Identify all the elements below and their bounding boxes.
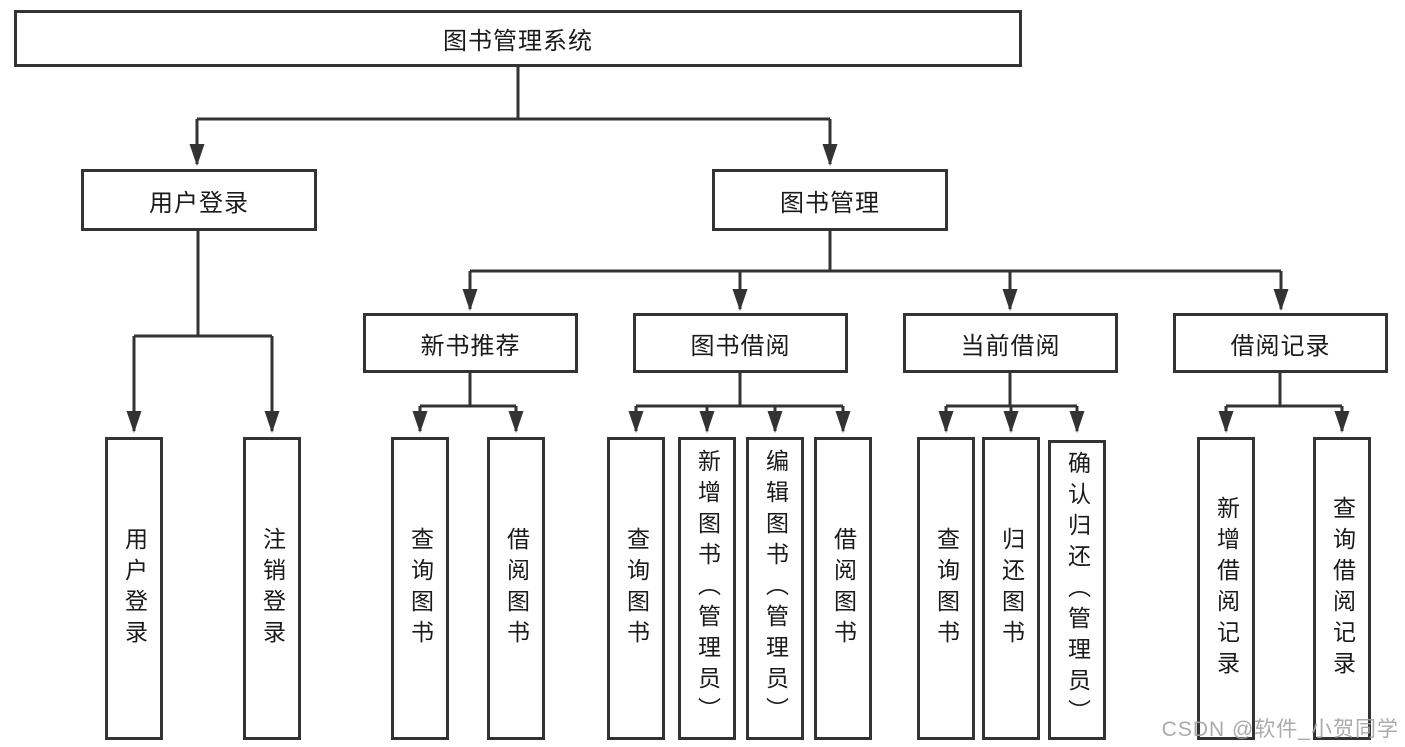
leaf-borrow-books-borrowing: 借阅图书	[814, 437, 872, 740]
leaf-query-books-current: 查询图书	[917, 437, 975, 740]
node-library-management-system: 图书管理系统	[14, 10, 1022, 67]
node-label: 查询图书	[933, 526, 960, 651]
node-label: 图书管理系统	[443, 28, 593, 55]
leaf-return-book: 归还图书	[982, 437, 1040, 740]
node-label: 确认归还（管理员）	[1064, 450, 1091, 730]
node-label: 编辑图书（管理员）	[762, 449, 789, 728]
node-label: 新增图书（管理员）	[694, 449, 721, 728]
leaf-add-borrow-record: 新增借阅记录	[1197, 437, 1255, 740]
node-current-borrowing: 当前借阅	[903, 313, 1118, 373]
node-label: 新增借阅记录	[1213, 495, 1240, 682]
leaf-user-login: 用户登录	[105, 437, 163, 740]
leaf-add-book-admin: 新增图书（管理员）	[678, 437, 736, 740]
node-label: 借阅图书	[503, 526, 530, 651]
node-label: 借阅图书	[830, 526, 857, 651]
node-new-book-recommendation: 新书推荐	[363, 313, 578, 373]
node-label: 新书推荐	[420, 332, 521, 360]
node-book-borrowing: 图书借阅	[633, 313, 848, 373]
node-label: 查询图书	[623, 526, 650, 651]
csdn-watermark: CSDN @软件_小贺同学	[1161, 718, 1399, 741]
node-label: 当前借阅	[960, 332, 1061, 360]
node-user-login-module: 用户登录	[81, 169, 317, 231]
node-label: 借阅记录	[1230, 332, 1331, 360]
node-label: 用户登录	[121, 526, 148, 651]
node-label: 归还图书	[998, 526, 1025, 651]
node-label: 注销登录	[259, 526, 286, 651]
leaf-query-books-recommendation: 查询图书	[391, 437, 449, 740]
node-label: 查询借阅记录	[1329, 495, 1356, 682]
node-label: 查询图书	[407, 526, 434, 651]
leaf-edit-book-admin: 编辑图书（管理员）	[746, 437, 804, 740]
leaf-query-books-borrowing: 查询图书	[607, 437, 665, 740]
leaf-query-borrow-record: 查询借阅记录	[1313, 437, 1371, 740]
leaf-borrow-books-recommendation: 借阅图书	[487, 437, 545, 740]
node-label: 图书管理	[780, 189, 880, 217]
node-label: 用户登录	[149, 189, 249, 217]
node-label: 图书借阅	[690, 332, 791, 360]
leaf-confirm-return-admin: 确认归还（管理员）	[1048, 440, 1106, 740]
node-borrowing-records: 借阅记录	[1173, 313, 1388, 373]
node-book-management-module: 图书管理	[712, 169, 948, 231]
leaf-logout: 注销登录	[243, 437, 301, 740]
